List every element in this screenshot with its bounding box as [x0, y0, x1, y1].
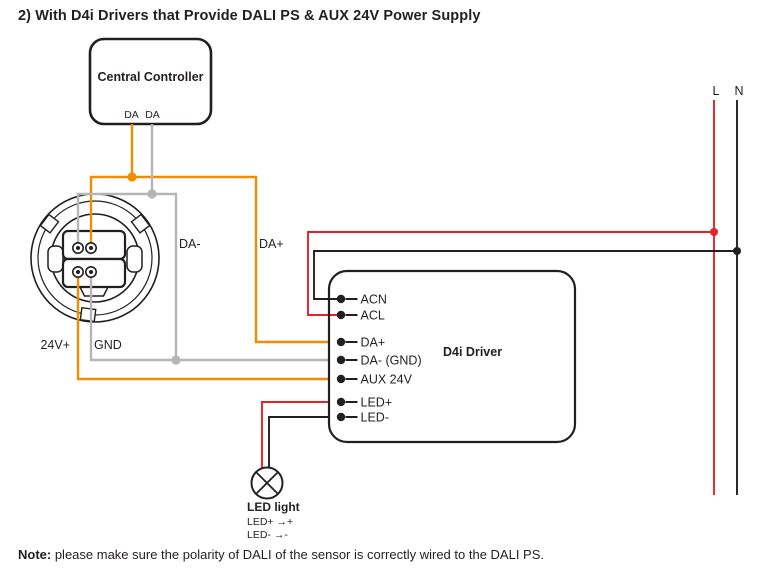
wire-led-plus: [261, 401, 329, 468]
label-n-neutral: N: [734, 84, 743, 98]
note-label: Note:: [18, 547, 52, 562]
terminal-label: LED-: [361, 411, 389, 425]
orange-wires: [76, 124, 329, 381]
led-lamp-cross-2: [255, 471, 279, 495]
sensor-screw-24v: [72, 265, 85, 278]
terminal-label: ACL: [361, 309, 385, 323]
terminal-label: DA+: [361, 336, 386, 350]
screw-center: [89, 246, 93, 250]
label-24v-plus: 24V+: [40, 338, 70, 352]
led-light-label: LED light: [247, 500, 300, 514]
central-controller: Central Controller DA DA: [88, 37, 213, 126]
controller-terminal-da1-label: DA: [124, 109, 139, 121]
wire-aux-24v: [76, 271, 329, 381]
junction-dot-da-minus: [147, 189, 157, 199]
terminal-dot: [336, 355, 346, 365]
junction-dot-neutral: [733, 247, 741, 255]
junction-dot-gnd: [171, 355, 181, 365]
sensor-screw-terminals: [72, 242, 98, 278]
label-gnd: GND: [94, 338, 122, 352]
wire-dali-da-minus: [76, 192, 178, 360]
terminal-da-plus: DA+: [336, 336, 386, 350]
central-controller-label: Central Controller: [98, 70, 204, 84]
led-polarity-note-minus: LED- →-: [247, 529, 288, 541]
terminal-da-minus-gnd: DA- (GND): [336, 354, 422, 368]
terminal-led-plus: LED+: [336, 396, 393, 410]
wire-dali-da-plus: [89, 175, 329, 344]
terminal-led-minus: LED-: [336, 411, 389, 425]
terminal-label: DA- (GND): [361, 354, 422, 368]
terminal-dot: [336, 337, 346, 347]
led-polarity-note-plus: LED+ →+: [247, 516, 293, 528]
note-text: please make sure the polarity of DALI of…: [51, 547, 544, 562]
wire-gnd: [89, 271, 329, 362]
terminal-dot: [336, 374, 346, 384]
label-da-minus: DA-: [179, 237, 201, 251]
terminal-label: LED+: [361, 396, 393, 410]
sensor-notch-top-left: [39, 213, 60, 234]
terminal-acn: ACN: [336, 293, 387, 307]
junction-dot-live: [710, 228, 718, 236]
central-controller-box: [88, 37, 213, 126]
sensor-bottom-tab: [78, 286, 110, 297]
sensor-side-clip-right: [126, 245, 143, 273]
terminal-aux-24v: AUX 24V: [336, 373, 413, 387]
sensor-notch-top-right: [130, 213, 151, 234]
terminal-dot: [336, 310, 346, 320]
terminal-label: AUX 24V: [361, 373, 413, 387]
wire-neutral-to-acn: [313, 250, 737, 300]
gray-wires: [76, 124, 329, 362]
terminal-acl: ACL: [336, 309, 385, 323]
junction-dot-da-plus: [127, 172, 137, 182]
d4i-driver: D4i Driver ACN ACL DA+ DA- (GND): [327, 269, 577, 444]
label-l-live: L: [713, 84, 720, 98]
label-da-plus: DA+: [259, 237, 284, 251]
sensor-screw-gnd: [85, 265, 98, 278]
wire-live-to-acl: [307, 231, 714, 316]
terminal-dot: [336, 412, 346, 422]
sensor-screw-da-minus: [72, 242, 85, 255]
black-wires: [268, 100, 738, 495]
wire-led-minus: [268, 416, 329, 468]
led-light: LED light LED+ →+ LED- →-: [247, 466, 300, 541]
d4i-driver-box: [327, 269, 577, 444]
terminal-label: ACN: [361, 293, 387, 307]
controller-terminal-da2-label: DA: [145, 109, 160, 121]
screw-center: [76, 246, 80, 250]
screw-center: [76, 270, 80, 274]
sensor-notch-bottom: [79, 306, 97, 323]
terminal-dot: [336, 294, 346, 304]
note: Note: please make sure the polarity of D…: [18, 547, 544, 562]
sensor-device: [30, 193, 160, 323]
red-wires: [261, 100, 715, 495]
sensor-screw-da-plus: [85, 242, 98, 255]
diagram-title: 2) With D4i Drivers that Provide DALI PS…: [18, 8, 481, 24]
screw-center: [89, 270, 93, 274]
terminal-dot: [336, 397, 346, 407]
sensor-side-clip-left: [47, 245, 64, 273]
wire-labels: DA- DA+ 24V+ GND L N: [40, 84, 743, 352]
d4i-driver-label: D4i Driver: [443, 345, 502, 359]
